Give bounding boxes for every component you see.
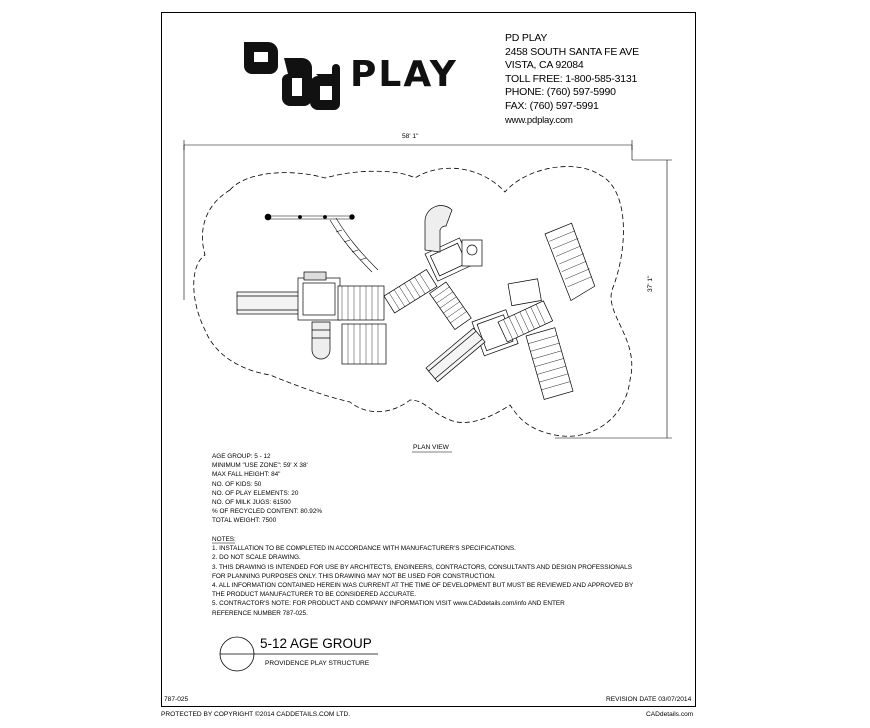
contact-city: VISTA, CA 92084 (505, 59, 584, 72)
notes-heading: NOTES: (212, 536, 236, 543)
notes-block: NOTES: 1. INSTALLATION TO BE COMPLETED I… (212, 535, 633, 618)
contact-company: PD PLAY (505, 32, 548, 44)
contact-fax: FAX: (760) 597-5991 (505, 99, 599, 112)
spec-weight: TOTAL WEIGHT: 7500 (212, 517, 277, 525)
panel-lower (341, 323, 387, 365)
title-block-subtitle: PROVIDENCE PLAY STRUCTURE (265, 660, 370, 667)
spec-kids: NO. OF KIDS: 50 (212, 480, 262, 488)
straight-slide-lower (425, 327, 486, 383)
straight-slide-left (236, 291, 300, 315)
ladder-top-left (303, 271, 327, 281)
note-item: 1. INSTALLATION TO BE COMPLETED IN ACCOR… (212, 545, 516, 553)
height-dimension (555, 159, 672, 439)
note-item: 3. THIS DRAWING IS INTENDED FOR USE BY A… (212, 563, 632, 571)
use-zone-outline (193, 166, 633, 437)
spec-list: AGE GROUP: 5 - 12 MINIMUM "USE ZONE": 59… (212, 452, 322, 526)
plan-view-label: PLAN VIEW (413, 444, 449, 451)
bridge-diagonal (383, 269, 438, 314)
note-item: FOR PLANNING PURPOSES ONLY. THIS DRAWING… (212, 572, 496, 580)
note-item: 4. ALL INFORMATION CONTAINED HEREIN WAS … (212, 582, 634, 590)
bridge-right (497, 300, 554, 343)
title-block-symbol (219, 636, 378, 672)
height-dimension-label: 37' 1" (647, 275, 654, 292)
note-item: REFERENCE NUMBER 787-025. (212, 609, 308, 617)
pd-play-logo: PLAY (244, 42, 458, 110)
curved-tube-slide (424, 205, 453, 253)
spec-milk-jugs: NO. OF MILK JUGS: 61500 (212, 499, 291, 507)
contact-street: 2458 SOUTH SANTA FE AVE (505, 45, 639, 58)
note-item: 2. DO NOT SCALE DRAWING. (212, 554, 301, 562)
note-item: 5. CONTRACTOR'S NOTE: FOR PRODUCT AND CO… (212, 600, 565, 608)
logo-letter-d1 (282, 58, 312, 106)
spec-recycled: % OF RECYCLED CONTENT: 80.92% (212, 508, 323, 516)
caddetails-site: CADdetails.com (646, 711, 694, 718)
deck-center (337, 285, 385, 321)
logo-letter-d2 (310, 64, 340, 110)
spec-age-group: AGE GROUP: 5 - 12 (212, 453, 271, 460)
spec-fall-height: MAX FALL HEIGHT: 84" (212, 471, 281, 479)
deck-left (297, 277, 341, 321)
deck-right (507, 278, 542, 307)
width-dimension (183, 140, 633, 300)
contact-block: PD PLAY 2458 SOUTH SANTA FE AVE VISTA, C… (505, 32, 639, 127)
spec-play-elements: NO. OF PLAY ELEMENTS: 20 (212, 489, 299, 497)
copyright-notice: PROTECTED BY COPYRIGHT ©2014 CADDETAILS.… (161, 711, 351, 718)
stair-upper-right (544, 222, 596, 302)
activity-panel (461, 239, 483, 267)
spiral-climber (311, 321, 331, 360)
stair-lower-right (525, 327, 574, 400)
play-structure (236, 205, 596, 400)
logo-wordmark: PLAY (350, 54, 458, 95)
bridge-center (429, 281, 472, 331)
overhead-ladder (264, 213, 355, 221)
contact-toll-free: TOLL FREE: 1-800-585-3131 (505, 72, 638, 85)
title-block-title: 5-12 AGE GROUP (260, 636, 372, 651)
revision-date: REVISION DATE 03/07/2014 (606, 696, 692, 703)
note-item: THE PRODUCT MANUFACTURER TO BE CONSIDERE… (212, 591, 417, 599)
logo-letter-p (244, 42, 278, 74)
spec-use-zone: MINIMUM "USE ZONE": 59' X 38' (212, 462, 308, 470)
width-dimension-label: 58' 1" (402, 133, 419, 140)
drawing-number: 787-025 (164, 696, 189, 703)
contact-website: www.pdplay.com (505, 114, 573, 126)
drawing-sheet (161, 12, 696, 707)
chain-climber (329, 217, 379, 273)
contact-phone: PHONE: (760) 597-5990 (505, 86, 616, 99)
